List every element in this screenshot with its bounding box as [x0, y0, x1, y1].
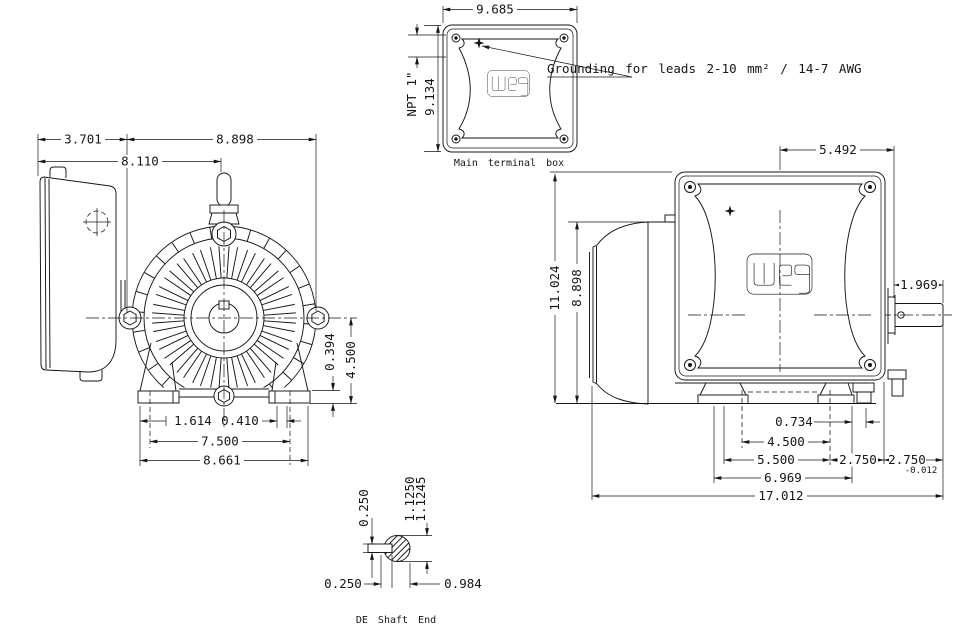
dim-edge-to-slot: 1.614 — [174, 413, 212, 428]
dim-slot-width: 0.410 — [221, 413, 259, 428]
dim-overall-length: 17.012 — [758, 488, 803, 503]
side-view: 5.492 11.024 8.898 1.969 0.734 4.500 5.5… — [547, 142, 952, 503]
lifting-eyebolt — [208, 172, 240, 225]
terminal-box-side — [674, 171, 886, 381]
lifting-lug-side — [664, 214, 677, 223]
cover-screws-side — [684, 181, 876, 371]
dim-key-depth: 0.250 — [356, 489, 371, 527]
dim-centerline-height: 4.500 — [343, 341, 358, 379]
terminal-box-outline — [442, 24, 578, 153]
cover-screws — [451, 33, 569, 144]
terminal-box-view: 9.685 9.134 NPT 1" Grounding for leads 2… — [404, 2, 861, 170]
dim-foot-to-face: 6.969 — [764, 470, 802, 485]
dim-bolt-span-side: 4.500 — [767, 434, 805, 449]
dim-box-center-to-face: 5.492 — [819, 142, 857, 157]
dim-box-width: 9.685 — [476, 2, 514, 17]
terminal-box-caption: Main terminal box — [454, 158, 564, 169]
dim-pad-thickness: 0.394 — [322, 333, 337, 371]
right-bolt — [311, 310, 325, 326]
shaft-detail-caption: DE Shaft End — [356, 615, 436, 626]
grounding-note: Grounding for leads 2-10 mm² / 14-7 AWG — [547, 61, 862, 76]
dim-box-height: 9.134 — [422, 78, 437, 116]
terminal-box-profile — [39, 166, 126, 382]
dim-conduit-size: NPT 1" — [404, 71, 419, 116]
dim-box-to-center: 8.110 — [121, 154, 159, 169]
dim-dia-lower: 1.1245 — [413, 476, 428, 521]
dim-body-height: 8.898 — [569, 269, 584, 307]
dim-slot-length: 0.734 — [775, 414, 813, 429]
key-profile — [367, 543, 393, 553]
dim-dia-upper: 1.1250 — [402, 476, 417, 521]
dim-overall-height: 11.024 — [547, 265, 562, 310]
dim-hole-to-face: 2.750 — [839, 452, 877, 467]
crosshair-mark — [83, 208, 111, 236]
dim-body-width: 8.898 — [216, 132, 254, 147]
mounting-feet-front — [137, 342, 311, 412]
front-view: 3.701 8.898 8.110 0.394 4.500 1.614 0.41… — [37, 132, 358, 468]
dim-flat-length: 0.984 — [444, 576, 482, 591]
dim-bolt-span-front: 7.500 — [201, 434, 239, 449]
dim-shoulder: 2.750 — [888, 452, 926, 467]
dim-shoulder-tolerance: -0.012 — [905, 466, 938, 476]
dim-shaft-extension: 1.969 — [900, 277, 938, 292]
cooling-fins — [152, 246, 296, 390]
dim-overall-width-front: 8.661 — [203, 453, 241, 468]
left-bolt — [123, 310, 137, 326]
dim-key-width: 0.250 — [324, 576, 362, 591]
shaft-side — [878, 288, 952, 344]
dim-box-depth: 3.701 — [64, 132, 102, 147]
dim-foot-span: 5.500 — [757, 452, 795, 467]
fan-cover — [589, 221, 649, 405]
shaft-end-detail: 0.250 0.984 0.250 1.1250 1.1245 DE Shaft… — [324, 476, 482, 626]
terminal-box-cover-face — [458, 38, 562, 139]
